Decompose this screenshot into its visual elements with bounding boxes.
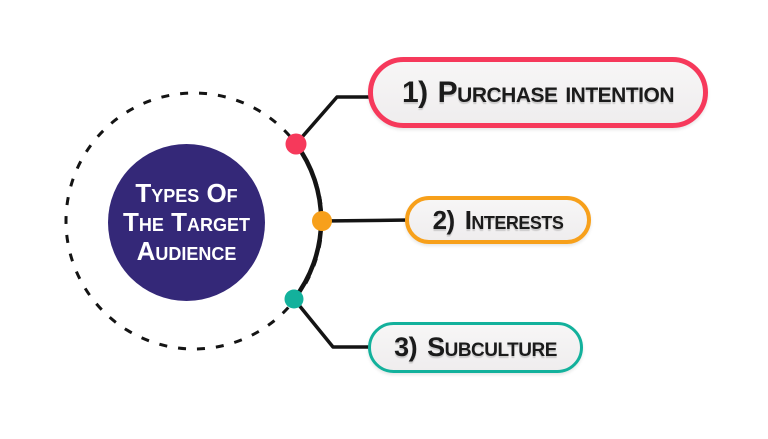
connector-line-purchase-intention	[294, 95, 376, 146]
branch-label: Interests	[464, 204, 564, 235]
branch-number: 1)	[401, 75, 428, 109]
branch-pill-purchase-intention: 1) Purchase intention	[368, 57, 708, 128]
branch-node-dot-2	[312, 211, 332, 231]
center-topic-line-1: Types Of	[135, 177, 238, 208]
branch-pill-subculture: 3) Subculture	[368, 322, 583, 373]
branch-number: 2)	[432, 204, 456, 235]
branch-label: Subculture	[427, 332, 557, 362]
center-topic-line-2: The Target	[123, 206, 250, 237]
connector-line-subculture	[292, 297, 376, 349]
branch-label: Purchase intention	[437, 75, 675, 109]
branch-number: 3)	[394, 332, 418, 362]
connector-line-interests	[320, 218, 412, 223]
center-topic-line-3: Audience	[136, 236, 237, 267]
branch-pill-interests: 2) Interests	[405, 196, 591, 244]
center-topic-circle: Types Of The Target Audience	[108, 144, 265, 301]
branch-node-dot-1	[285, 133, 307, 155]
branch-node-dot-3	[284, 289, 304, 309]
